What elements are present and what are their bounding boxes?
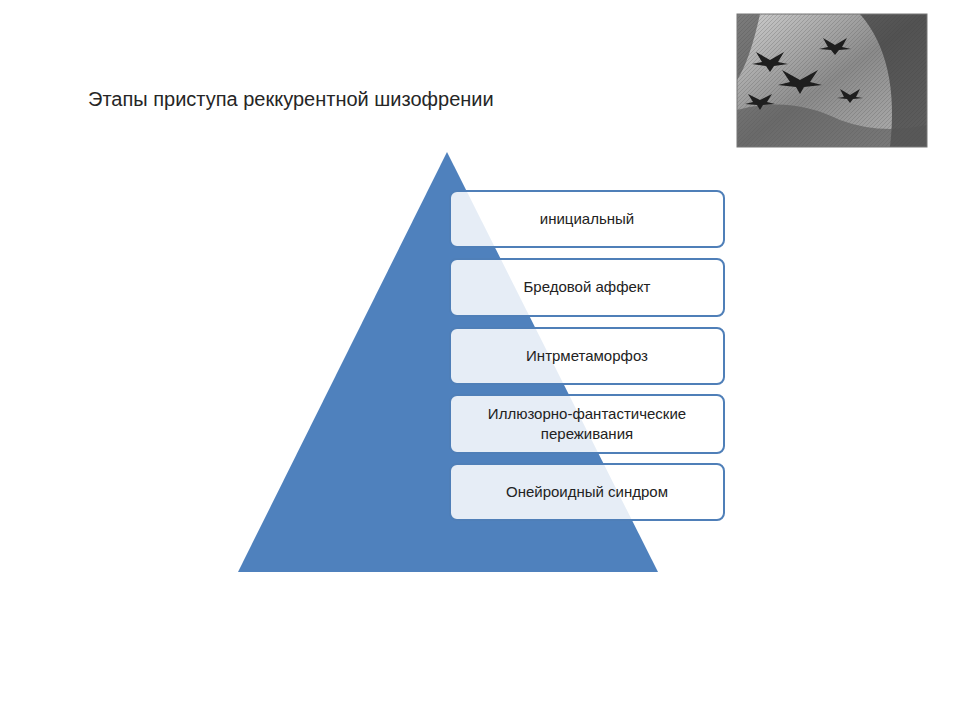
engraving-illustration <box>737 14 927 147</box>
slide-title: Этапы приступа реккурентной шизофрении <box>88 88 494 111</box>
stage-label: Интрметаморфоз <box>516 342 658 370</box>
stage-box: Бредовой аффект <box>449 258 725 317</box>
stage-box: Интрметаморфоз <box>449 327 725 385</box>
stage-label: Онейроидный синдром <box>496 478 678 506</box>
stage-box: Иллюзорно-фантастические переживания <box>449 394 725 454</box>
stage-label: Бредовой аффект <box>514 273 661 301</box>
stage-label: инициальный <box>530 205 644 233</box>
stage-box: Онейроидный синдром <box>449 463 725 521</box>
stage-box: инициальный <box>449 190 725 248</box>
stage-label: Иллюзорно-фантастические переживания <box>451 400 723 449</box>
